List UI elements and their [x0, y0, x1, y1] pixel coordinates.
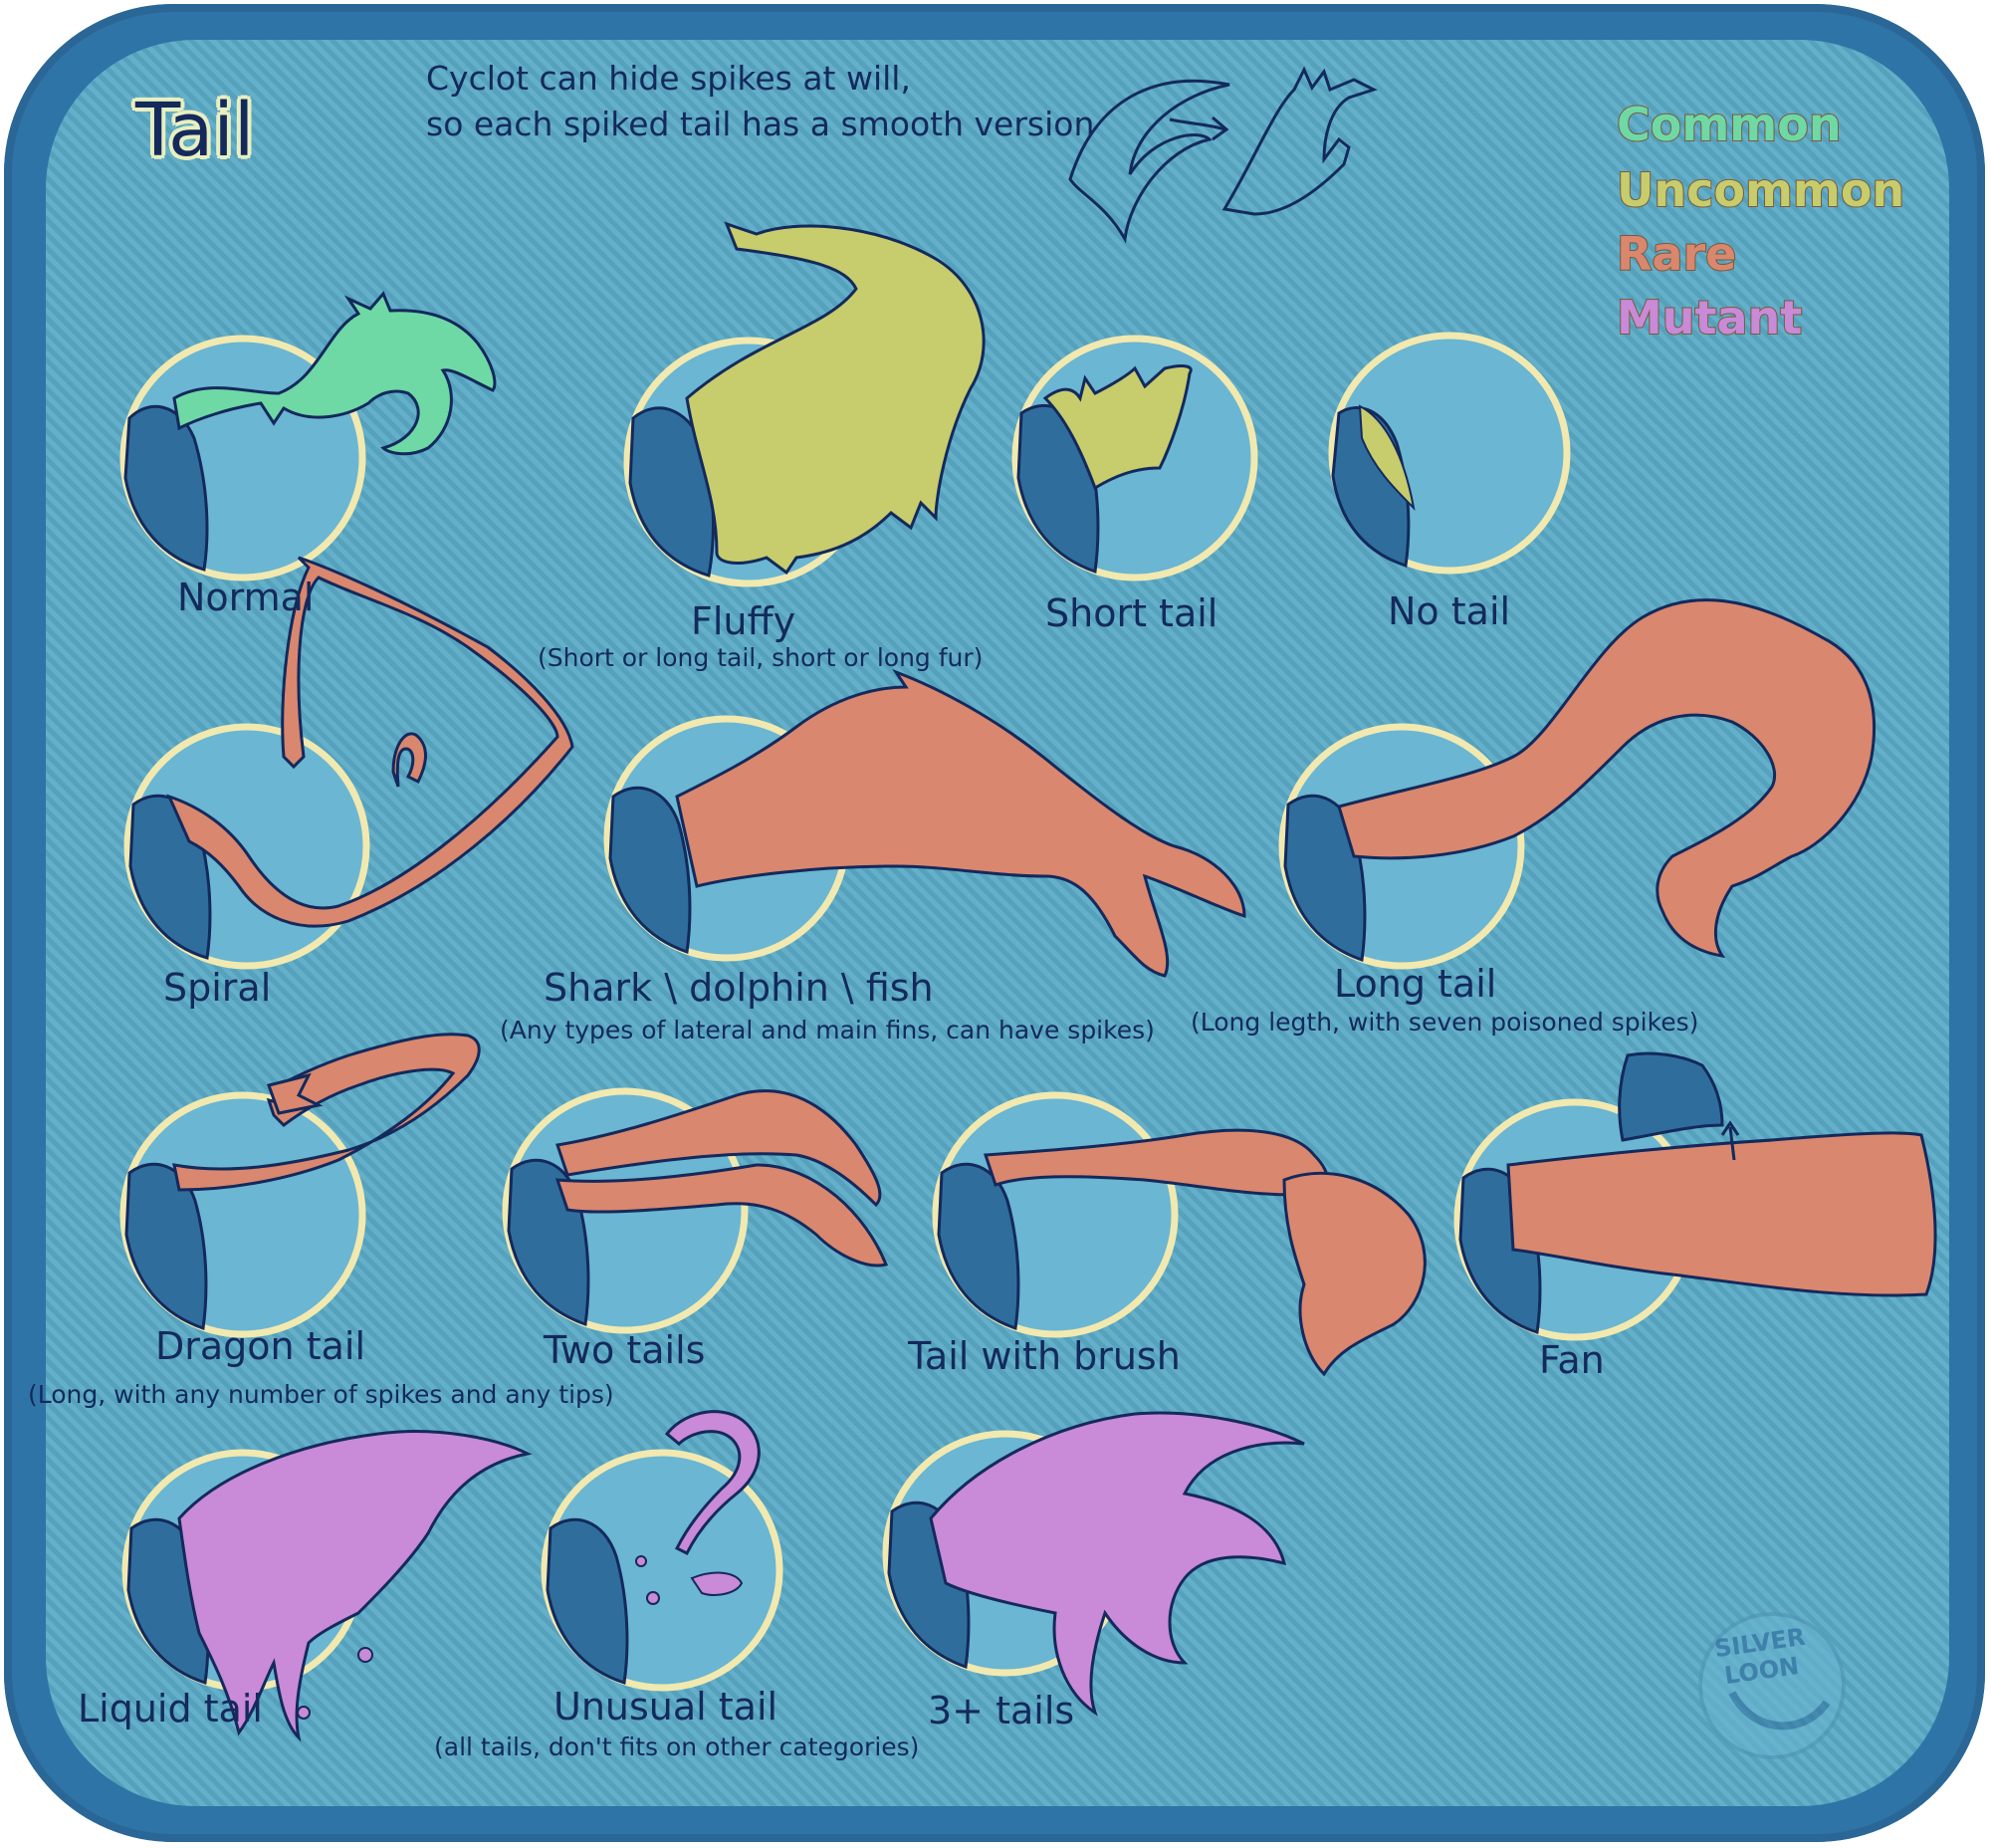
tail-shark-shape: [675, 668, 1246, 978]
label-fan: Fan: [1539, 1338, 1605, 1382]
label-no-tail: No tail: [1388, 589, 1511, 633]
circle-spiral: [123, 723, 370, 970]
note-dragon-tail: (Long, with any number of spikes and any…: [28, 1380, 614, 1409]
smooth-tail-sketch: [1068, 79, 1230, 244]
unusual-dot-2: [646, 1591, 660, 1605]
legend-mutant: Mutant: [1616, 290, 1803, 346]
note-unusual-tail: (all tails, don't fits on other categori…: [434, 1732, 920, 1761]
liquid-drop-1: [357, 1647, 373, 1663]
header-note-line2: so each spiked tail has a smooth version: [426, 105, 1095, 143]
watermark-logo: [1698, 1612, 1846, 1759]
label-long-tail: Long tail: [1334, 962, 1497, 1006]
circle-dragon-tail: [119, 1091, 366, 1338]
tail-two-a-shape: [555, 1089, 882, 1208]
legend-common: Common: [1616, 97, 1843, 152]
spiked-tail-sketch: [1221, 66, 1378, 216]
label-short-tail: Short tail: [1045, 591, 1218, 635]
circle-no-tail: [1328, 332, 1571, 575]
tail-short-shape: [1042, 364, 1193, 491]
tail-dragon-tip: [267, 1072, 324, 1115]
label-spiral: Spiral: [163, 966, 272, 1010]
page-title: Tail: [135, 88, 255, 173]
note-fluffy: (Short or long tail, short or long fur): [538, 643, 984, 672]
tail-3plus-shape: [929, 1411, 1305, 1717]
circle-unusual-tail: [541, 1449, 783, 1692]
tail-unusual-curl: [690, 1571, 744, 1596]
note-long-tail: (Long legth, with seven poisoned spikes): [1191, 1008, 1699, 1037]
unusual-dot-1: [635, 1555, 647, 1567]
tail-two-b-shape: [554, 1163, 889, 1268]
header-note-line1: Cyclot can hide spikes at will,: [426, 59, 911, 98]
tail-liquid-shape: [177, 1430, 533, 1742]
tail-long-shape: [1337, 598, 1877, 959]
label-shark: Shark \ dolphin \ fish: [544, 966, 934, 1010]
tail-spiral-shape: [166, 556, 574, 928]
tail-normal-shape: [172, 291, 497, 456]
tail-fluffy-shape: [685, 221, 986, 576]
label-normal: Normal: [177, 576, 315, 619]
illustration-layer: [119, 66, 1937, 1759]
tail-fan-shape: [1506, 1131, 1937, 1297]
legend-uncommon: Uncommon: [1616, 162, 1905, 218]
note-shark: (Any types of lateral and main fins, can…: [500, 1016, 1155, 1044]
tail-spiral-curl: [391, 732, 427, 788]
label-unusual-tail: Unusual tail: [553, 1685, 778, 1729]
arrow-sketch: [1169, 116, 1229, 141]
label-two-tails: Two tails: [544, 1328, 706, 1372]
circle-tail-with-brush: [932, 1091, 1179, 1338]
label-fluffy: Fluffy: [691, 599, 796, 643]
legend-rare: Rare: [1616, 226, 1737, 282]
tail-unusual-shape: [664, 1410, 761, 1556]
tail-brush-tuft: [1282, 1171, 1427, 1377]
label-tail-with-brush: Tail with brush: [908, 1334, 1181, 1378]
label-dragon-tail: Dragon tail: [155, 1324, 366, 1368]
label-liquid-tail: Liquid tail: [78, 1687, 263, 1731]
liquid-drop-2: [297, 1706, 311, 1720]
fan-inset-shape: [1618, 1051, 1724, 1142]
fan-arrow: [1720, 1120, 1740, 1161]
label-3plus-tails: 3+ tails: [928, 1689, 1075, 1732]
